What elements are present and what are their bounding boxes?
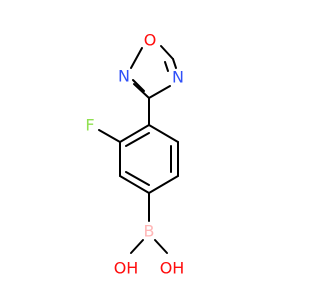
bond-ar6-ar1-inner bbox=[125, 132, 150, 147]
bond-c3-n2 bbox=[133, 83, 150, 99]
bond-aryl-fluorine bbox=[98, 129, 121, 143]
bond-boron-oh-right bbox=[154, 239, 168, 254]
bond-ar4-ar5-inner bbox=[125, 171, 150, 186]
ring-nitrogen-right-label: N bbox=[172, 68, 184, 87]
bond-o1-c5 bbox=[160, 45, 174, 60]
hydroxyl-left-label: OH bbox=[114, 259, 139, 278]
bond-boron-oh-left bbox=[130, 239, 144, 254]
ring-nitrogen-left-label: N bbox=[118, 67, 130, 86]
bond-c5-n4 bbox=[172, 58, 177, 69]
bond-ar4-ar5 bbox=[119, 175, 150, 194]
ring-oxygen-label: O bbox=[144, 31, 157, 50]
bond-c5-n4-inner bbox=[164, 61, 169, 72]
boron-label: B bbox=[144, 222, 155, 241]
fluorine-label: F bbox=[85, 116, 94, 135]
oxadiazole-ring-bonds bbox=[130, 45, 177, 99]
bond-n2-o1 bbox=[130, 47, 143, 69]
bond-c3-n2-inner bbox=[132, 79, 145, 92]
bond-ar6-ar1 bbox=[119, 124, 150, 143]
bond-ar3-ar4 bbox=[148, 175, 179, 194]
bond-ar1-ar2 bbox=[148, 124, 179, 143]
molecule-structure: O N N F B OH OH bbox=[85, 31, 185, 278]
benzene-ring-bonds bbox=[119, 124, 179, 194]
bond-n4-c3 bbox=[148, 85, 171, 99]
hydroxyl-right-label: OH bbox=[160, 259, 185, 278]
